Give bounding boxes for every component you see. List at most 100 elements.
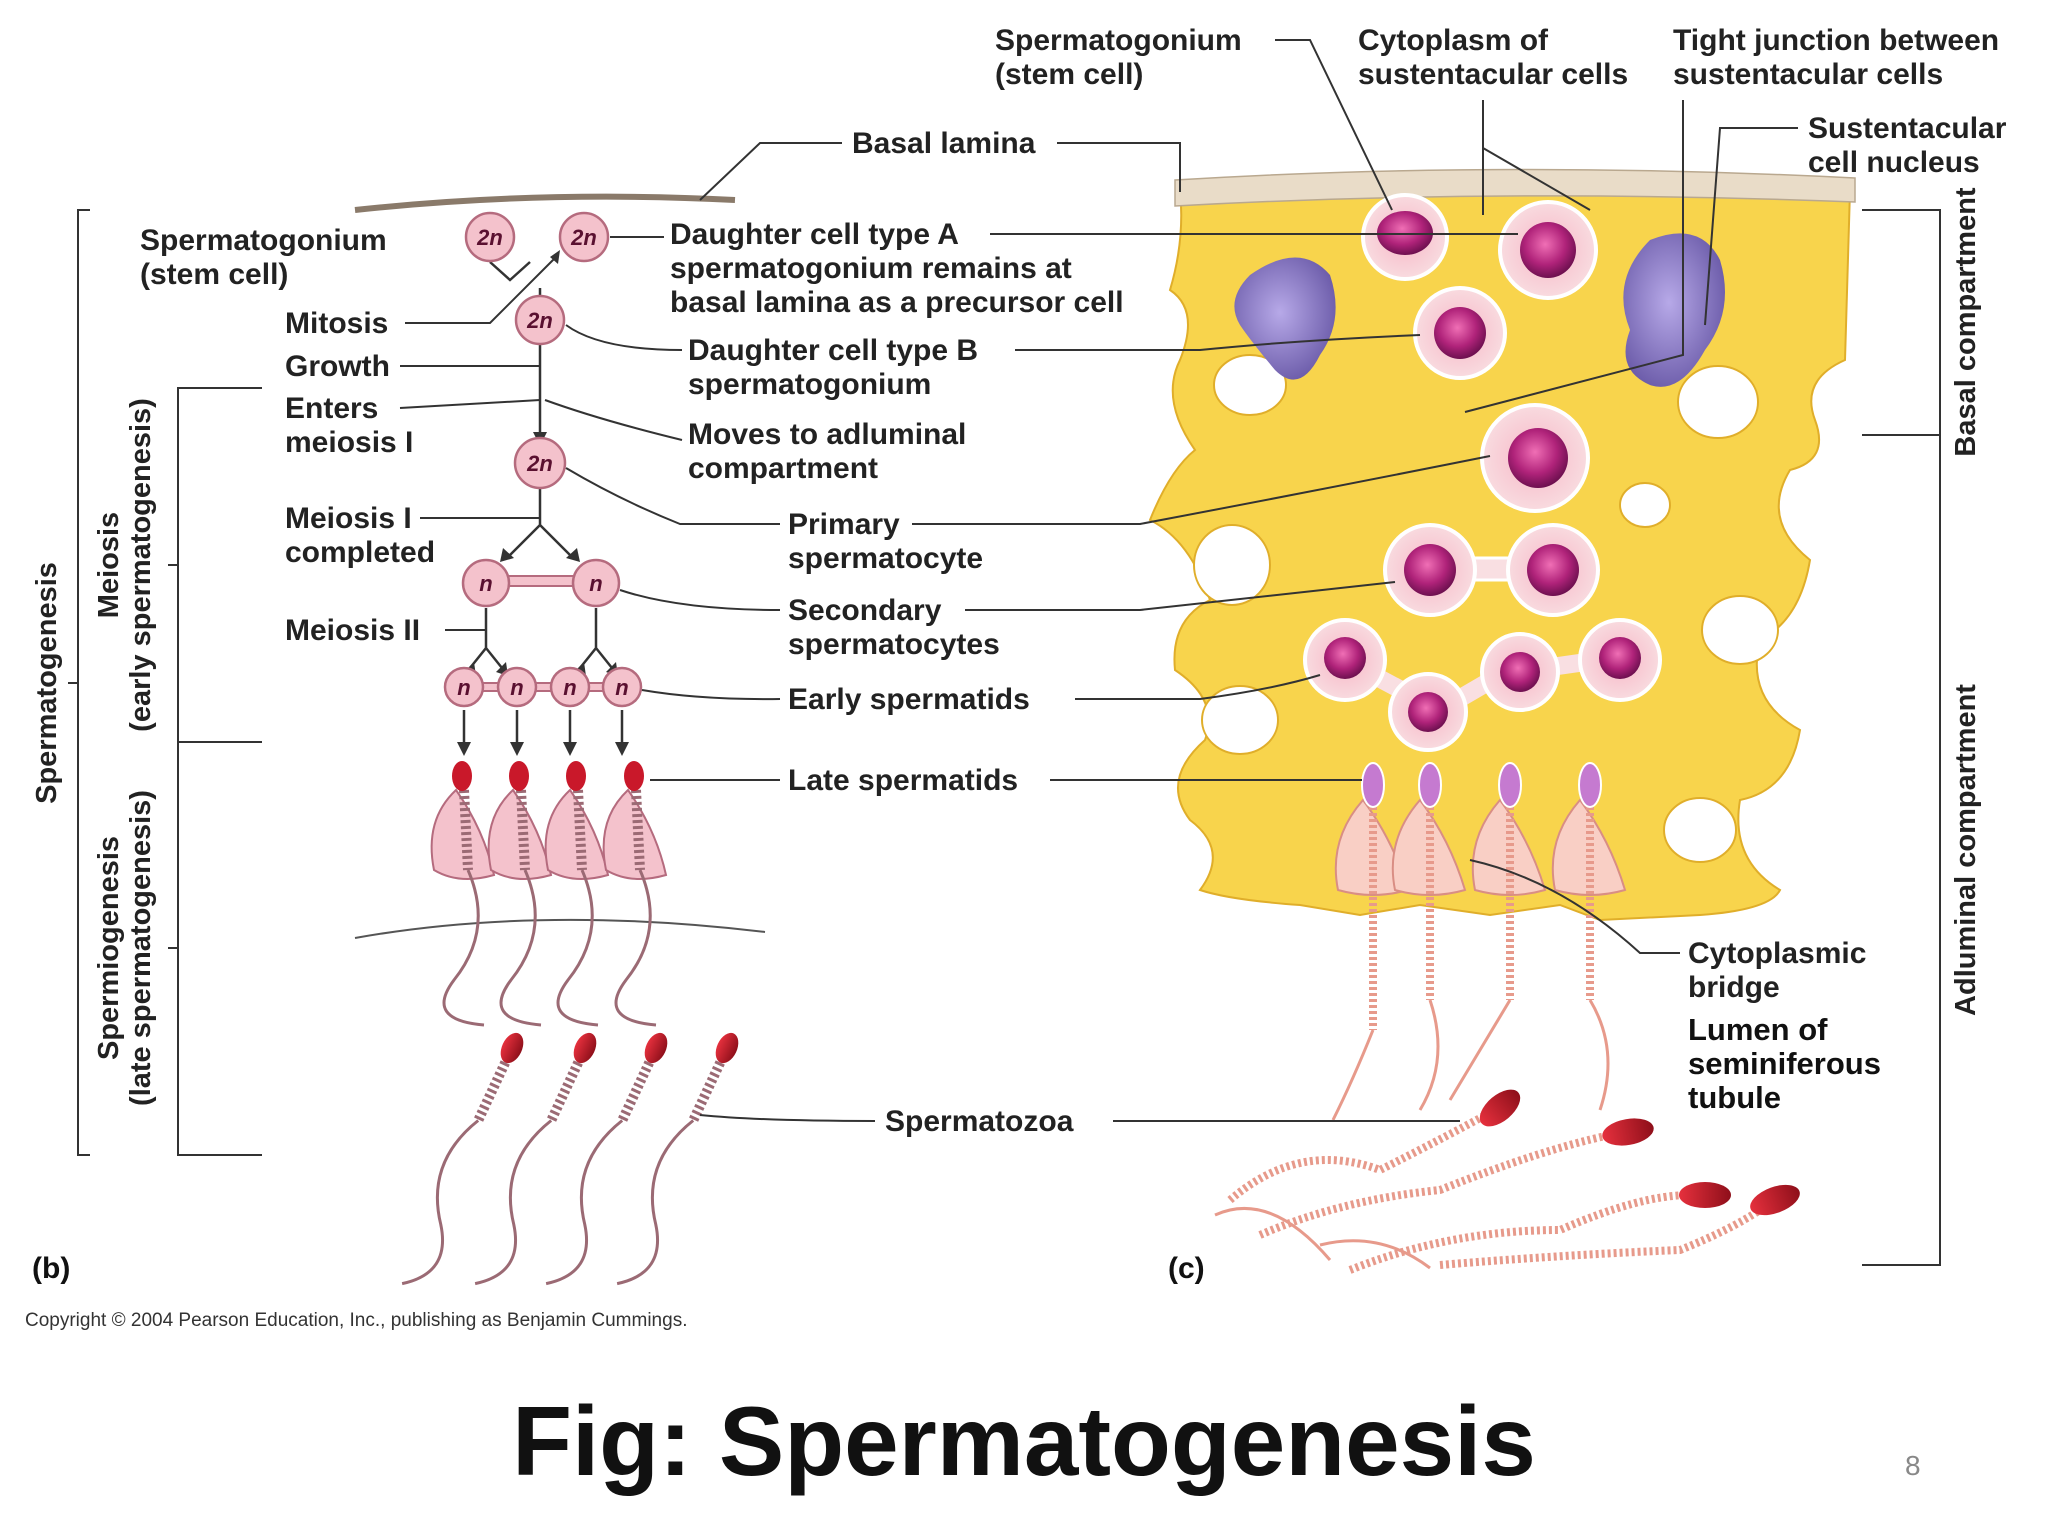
cytoplasmic-bridge-label: Cytoplasmic [1688, 937, 1866, 970]
adluminal-compartment-label: Adluminal compartment [1950, 684, 1982, 1016]
svg-text:2n: 2n [476, 225, 503, 250]
primary-sublabel: spermatocyte [788, 542, 983, 575]
enters-meiosis-sublabel: meiosis I [285, 426, 413, 459]
spermatozoa-leader [699, 1114, 1460, 1122]
svg-text:n: n [589, 571, 602, 596]
meiosis1-completed-label: Meiosis I [285, 502, 412, 535]
basal-lamina-line [354, 193, 736, 213]
spermatogenesis-label: Spermatogenesis [31, 562, 63, 804]
secondary-spermatocytes-c [1383, 523, 1600, 617]
early-spermatids-c [1303, 618, 1662, 752]
panel-c: Basal compartment Adluminal compartment … [995, 24, 2007, 1285]
moves-label: Moves to adluminal [688, 418, 966, 451]
svg-text:n: n [479, 571, 492, 596]
svg-text:2n: 2n [570, 225, 597, 250]
late-spermatids-c [1331, 762, 1627, 1121]
svg-text:2n: 2n [526, 308, 553, 333]
type-a-daughter-c [1498, 200, 1598, 300]
secondary-leader [619, 581, 1396, 611]
meiosis-sublabel: (early spermatogenesis) [125, 398, 157, 732]
basal-compartment-label: Basal compartment [1950, 187, 1982, 456]
primary-spermatocyte-b: 2n [513, 436, 567, 490]
copyright-text: Copyright © 2004 Pearson Education, Inc.… [25, 1310, 687, 1331]
basal-lamina-leader-right [1057, 142, 1181, 192]
basal-lamina-label: Basal lamina [852, 127, 1036, 160]
bracket-spermatogenesis [68, 209, 90, 1156]
svg-text:n: n [457, 675, 470, 700]
germ-cells-c [1303, 193, 1662, 752]
spermatozoa-c [1214, 1089, 1800, 1274]
lumen-sublabel-1: seminiferous [1688, 1046, 1881, 1081]
mitosis-leader [405, 257, 556, 324]
spermatogonium-label-b: Spermatogonium [140, 224, 387, 257]
basal-lamina-band [1174, 168, 1856, 207]
type-b-cell: 2n [514, 294, 566, 346]
mitosis-label: Mitosis [285, 307, 388, 340]
page-number: 8 [1905, 1450, 1921, 1481]
panel-c-tag: (c) [1168, 1252, 1205, 1285]
stem-cell-right: 2n [558, 211, 610, 263]
daughter-b-label: Daughter cell type B [688, 334, 978, 367]
cytoplasmic-bridge-leader [1469, 859, 1680, 954]
secondary-sublabel: spermatocytes [788, 628, 1000, 661]
daughter-a-sublabel-1: spermatogonium remains at [670, 252, 1072, 285]
panel-b-tag: (b) [32, 1252, 70, 1285]
daughter-a-label: Daughter cell type A [670, 218, 959, 251]
cytoplasmic-bridge-sublabel: bridge [1688, 971, 1780, 1004]
daughter-a-sublabel-2: basal lamina as a precursor cell [670, 286, 1124, 319]
early-spermatids-leader [641, 674, 1321, 701]
moves-sublabel: compartment [688, 452, 878, 485]
meiosis2-label: Meiosis II [285, 614, 420, 647]
center-labels: Basal lamina Daughter cell type A sperma… [544, 127, 1518, 1138]
early-spermatids-label: Early spermatids [788, 683, 1030, 716]
late-spermatids-b [430, 761, 668, 1027]
daughter-a-leader [610, 233, 1518, 238]
svg-text:n: n [615, 675, 628, 700]
early-spermatids-b: n n n n [443, 666, 643, 708]
bracket-meiosis [168, 387, 262, 743]
primary-label: Primary [788, 508, 900, 541]
stem-cell-left: 2n [464, 211, 516, 263]
tight-junction-sublabel: sustentacular cells [1673, 58, 1943, 91]
spermatozoa-label: Spermatozoa [885, 1105, 1074, 1138]
cytoplasm-sublabel: sustentacular cells [1358, 58, 1628, 91]
spermiogenesis-label: Spermiogenesis [93, 836, 125, 1060]
bracket-basal-compartment [1862, 209, 1941, 1266]
sustentacular-nucleus-sublabel: cell nucleus [1808, 146, 1980, 179]
spermatogonium-sublabel-c: (stem cell) [995, 58, 1143, 91]
spermatogonium-sublabel-b: (stem cell) [140, 258, 288, 291]
meiosis-label: Meiosis [93, 512, 125, 618]
figure-title: Fig: Spermatogenesis [512, 1386, 1536, 1496]
late-spermatids-label: Late spermatids [788, 764, 1018, 797]
lumen-sublabel-2: tubule [1688, 1080, 1781, 1115]
tight-junction-label: Tight junction between [1673, 24, 1999, 57]
type-b-daughter-c [1413, 286, 1507, 380]
spermatogonium-label-c: Spermatogonium [995, 24, 1242, 57]
spermiogenesis-sublabel: (late spermatogenesis) [125, 790, 157, 1106]
tissue-holes [1193, 354, 1779, 863]
panel-b: Spermatogenesis Meiosis (early spermatog… [31, 193, 766, 1286]
sustentacular-nucleus-left [1234, 257, 1336, 380]
svg-text:2n: 2n [526, 451, 553, 476]
enters-meiosis-leader [399, 399, 541, 409]
spermatozoa-b [401, 1032, 739, 1286]
secondary-spermatocytes-b: n n [461, 558, 621, 608]
spermatogonium-c-leader [1275, 39, 1393, 211]
cytoplasm-label: Cytoplasm of [1358, 24, 1549, 57]
lumen-label: Lumen of [1688, 1012, 1828, 1047]
primary-spermatocyte-c [1480, 403, 1590, 513]
tight-junction-leader [1464, 100, 1684, 413]
svg-text:n: n [510, 675, 523, 700]
growth-label: Growth [285, 350, 390, 383]
primary-leader [565, 455, 1491, 525]
bracket-spermiogenesis [168, 741, 262, 1156]
cytoplasm-leader [1482, 100, 1591, 215]
sustentacular-nucleus-label: Sustentacular [1808, 112, 2007, 145]
svg-text:n: n [563, 675, 576, 700]
spermatogonium-c [1361, 193, 1449, 281]
daughter-b-leader [565, 324, 1421, 351]
sustentacular-nucleus-leader [1704, 127, 1798, 326]
secondary-label: Secondary [788, 594, 942, 627]
enters-meiosis-label: Enters [285, 392, 378, 425]
